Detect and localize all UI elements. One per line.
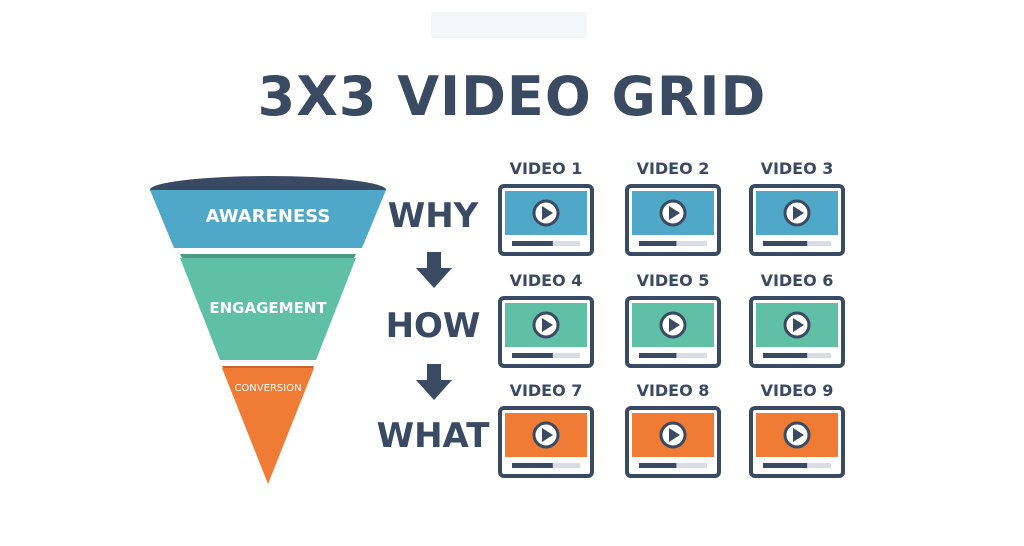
- video-thumbnail[interactable]: [498, 184, 594, 256]
- video-label: VIDEO 5: [636, 271, 710, 290]
- funnel-graphic: [150, 176, 386, 484]
- progress-fill: [639, 463, 677, 468]
- video-thumbnail[interactable]: [625, 406, 721, 478]
- down-arrow-icon: [416, 364, 452, 400]
- page-title: 3X3 VIDEO GRID: [257, 65, 767, 128]
- play-triangle-icon: [542, 318, 553, 332]
- video-thumbnail[interactable]: [625, 184, 721, 256]
- video-thumbnail[interactable]: [749, 184, 845, 256]
- down-arrow-icon: [416, 252, 452, 288]
- step-how: HOW: [385, 306, 481, 346]
- video-thumbnail[interactable]: [625, 296, 721, 368]
- progress-fill: [512, 353, 553, 358]
- funnel-label-engagement: ENGAGEMENT: [209, 299, 327, 317]
- video-thumbnail[interactable]: [749, 296, 845, 368]
- video-thumbnail[interactable]: [498, 406, 594, 478]
- video-label: VIDEO 6: [760, 271, 834, 290]
- progress-fill: [763, 241, 808, 246]
- play-triangle-icon: [669, 206, 680, 220]
- video-label: VIDEO 9: [760, 381, 834, 400]
- funnel: AWARENESS ENGAGEMENT CONVERSION: [140, 170, 400, 490]
- play-triangle-icon: [542, 206, 553, 220]
- progress-fill: [639, 241, 677, 246]
- play-triangle-icon: [542, 428, 553, 442]
- funnel-label-conversion: CONVERSION: [234, 383, 302, 394]
- video-label: VIDEO 3: [760, 159, 834, 178]
- progress-fill: [763, 353, 808, 358]
- step-what: WHAT: [376, 416, 490, 456]
- progress-fill: [512, 463, 553, 468]
- funnel-stage-awareness: [150, 190, 386, 248]
- funnel-stage-engagement: [180, 258, 356, 360]
- progress-fill: [639, 353, 677, 358]
- video-thumbnail[interactable]: [749, 406, 845, 478]
- top-bar: [431, 12, 587, 38]
- progress-fill: [512, 241, 553, 246]
- play-triangle-icon: [793, 206, 804, 220]
- video-label: VIDEO 8: [636, 381, 710, 400]
- play-triangle-icon: [793, 318, 804, 332]
- video-label: VIDEO 1: [509, 159, 583, 178]
- funnel-label-awareness: AWARENESS: [205, 206, 331, 227]
- play-triangle-icon: [793, 428, 804, 442]
- video-label: VIDEO 2: [636, 159, 710, 178]
- video-thumbnail[interactable]: [498, 296, 594, 368]
- funnel-stage-conversion: [222, 368, 314, 484]
- progress-fill: [763, 463, 808, 468]
- video-label: VIDEO 7: [509, 381, 583, 400]
- play-triangle-icon: [669, 318, 680, 332]
- step-why: WHY: [387, 196, 479, 236]
- video-label: VIDEO 4: [509, 271, 583, 290]
- play-triangle-icon: [669, 428, 680, 442]
